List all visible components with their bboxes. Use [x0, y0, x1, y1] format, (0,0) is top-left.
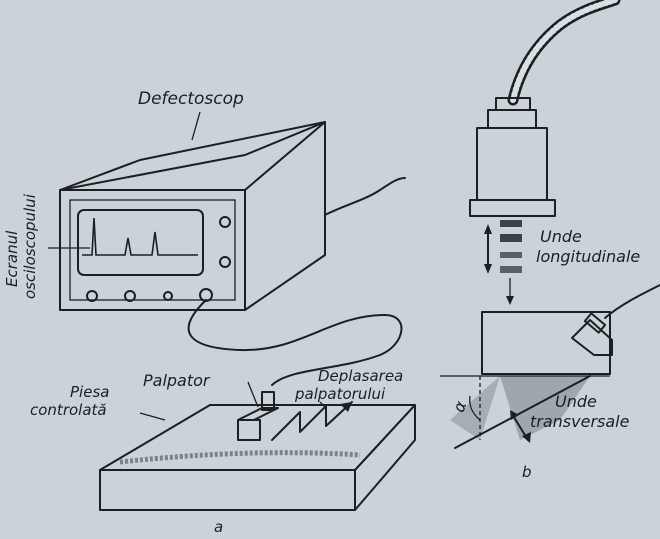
label-part-line1: Piesa	[70, 383, 109, 401]
label-probe-motion-line1: Deplasarea	[318, 367, 403, 385]
label-longitudinal-line1: Unde	[540, 227, 582, 246]
test-block	[481, 311, 611, 375]
oscilloscope-screen	[77, 209, 204, 276]
test-piece	[99, 404, 416, 511]
probe-cable	[187, 299, 403, 386]
echo-signal-trace	[82, 217, 198, 256]
leader-probe-motion	[319, 401, 326, 408]
transverse-wave-region	[440, 375, 610, 449]
straight-probe	[469, 97, 556, 217]
panel-b: Unde longitudinale Unde transversale α b	[440, 0, 660, 481]
label-oscilloscope-screen: Ecranul osciloscopului	[3, 193, 39, 299]
leader-defectoscope	[191, 111, 201, 141]
label-longitudinal-line2: longitudinale	[536, 247, 640, 266]
power-cable	[324, 177, 406, 216]
probe-motion-path	[271, 401, 353, 441]
angle-probe	[571, 284, 660, 356]
leader-probe	[247, 381, 259, 408]
probe-motion-arrowhead	[340, 402, 352, 412]
label-transverse-line2: transversale	[530, 412, 630, 431]
label-panel-b: b	[522, 463, 532, 481]
label-probe-motion-line2: palpatorului	[294, 385, 386, 403]
control-knobs	[86, 216, 231, 302]
leader-part	[139, 412, 166, 421]
label-part-line2: controlată	[30, 401, 107, 419]
label-transverse-line1: Unde	[555, 392, 597, 411]
label-probe: Palpator	[143, 371, 211, 390]
label-panel-a: a	[214, 518, 223, 536]
label-defectoscope: Defectoscop	[138, 89, 244, 109]
longitudinal-waves	[484, 220, 522, 305]
label-screen-line2: osciloscopului	[21, 193, 39, 299]
angle-arc	[469, 395, 481, 421]
panel-a: Defectoscop Ecranul osciloscopului Palpa…	[3, 89, 416, 536]
probe	[237, 391, 279, 441]
label-screen-line1: Ecranul	[3, 230, 21, 287]
defectoscope-device	[59, 121, 326, 311]
